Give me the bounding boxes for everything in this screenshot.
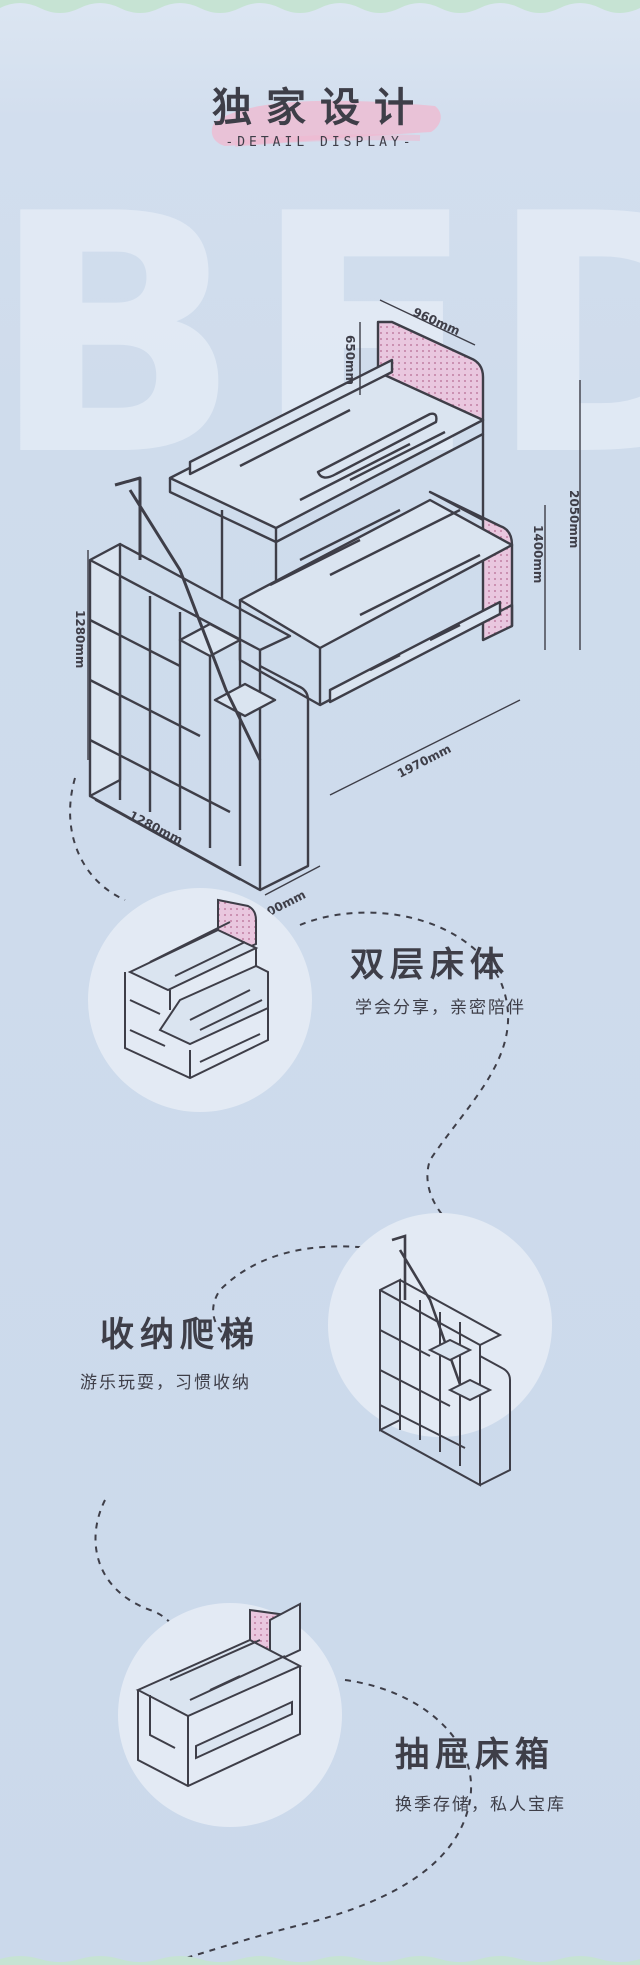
- feature-subtitle-drawer-bed: 换季存储，私人宝库: [395, 1795, 566, 1815]
- bunk-bed-thumbnail: [124, 898, 269, 1080]
- dimension-stair-height: 1280mm: [73, 610, 87, 668]
- feature-circle-3: [118, 1603, 342, 1827]
- dimension-total-height: 2050mm: [567, 490, 581, 548]
- feature-title-bunk-bed: 双层床体: [350, 945, 510, 985]
- bottom-wave-decoration: [0, 1956, 640, 1965]
- drawer-bed-thumbnail: [135, 1602, 303, 1788]
- dimension-headboard-height: 650mm: [343, 335, 357, 385]
- storage-stair-thumbnail: [379, 1234, 511, 1487]
- dimension-lines: [87, 299, 581, 896]
- feature-title-storage-stair: 收纳爬梯: [100, 1315, 260, 1355]
- section-subtitle: -DETAIL DISPLAY-: [225, 135, 415, 150]
- feature-subtitle-storage-stair: 游乐玩耍，习惯收纳: [80, 1373, 251, 1393]
- feature-subtitle-bunk-bed: 学会分享，亲密陪伴: [355, 998, 526, 1018]
- main-bed-drawing: [88, 320, 514, 892]
- top-wave-decoration: [0, 0, 640, 13]
- dimension-stair-length: 1280mm: [127, 808, 185, 847]
- dimension-lower-height: 1400mm: [531, 525, 545, 583]
- brush-stroke-decoration: [211, 100, 441, 147]
- section-header: 独家设计 -DETAIL DISPLAY-: [0, 85, 640, 150]
- section-title: 独家设计: [212, 85, 428, 131]
- feature-title-drawer-bed: 抽屉床箱: [395, 1735, 555, 1775]
